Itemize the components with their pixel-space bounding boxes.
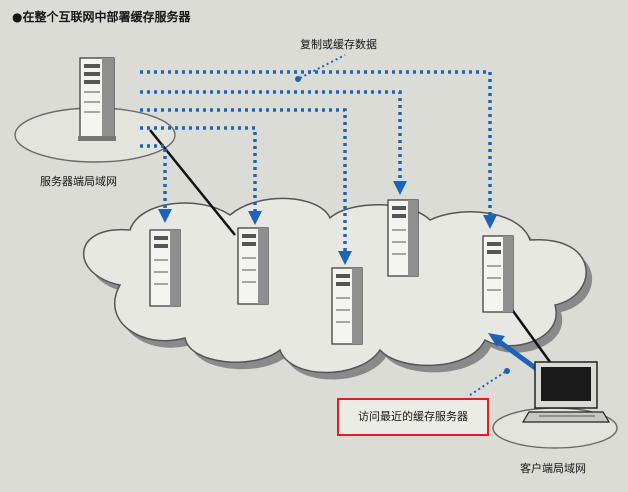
copy-or-cache-annotation: 复制或缓存数据 xyxy=(300,38,377,51)
copy-arrow-to-cache-2 xyxy=(140,126,262,225)
copy-arrow-to-cache-1 xyxy=(140,144,172,223)
copy-arrow-to-cache-3 xyxy=(140,108,352,265)
copy-arrow-to-cache-5 xyxy=(140,70,497,229)
cache-server-1-icon xyxy=(149,229,181,307)
copy-annotation-dot xyxy=(295,76,301,82)
cache-server-3-icon xyxy=(331,267,363,345)
client-access-arrowhead xyxy=(488,333,505,347)
server-lan-label: 服务器端局域网 xyxy=(40,175,117,188)
diagram-title: ●在整个互联网中部署缓存服务器 xyxy=(12,10,191,24)
cache-server-5-icon xyxy=(482,235,514,313)
origin-server-icon xyxy=(78,57,116,141)
copy-arrows xyxy=(140,70,497,265)
server-uplink-line xyxy=(149,129,236,236)
cache-server-4-icon xyxy=(387,199,419,277)
cache-server-2-icon xyxy=(237,227,269,305)
nearest-annotation-pointer xyxy=(469,371,506,396)
client-lan-label: 客户端局域网 xyxy=(520,462,586,475)
client-computer-icon xyxy=(521,361,611,423)
copy-annotation-pointer xyxy=(299,54,346,79)
copy-arrow-to-cache-4 xyxy=(140,90,407,195)
nearest-cache-annotation: 访问最近的缓存服务器 xyxy=(337,398,489,436)
nearest-annotation-dot xyxy=(504,368,510,374)
